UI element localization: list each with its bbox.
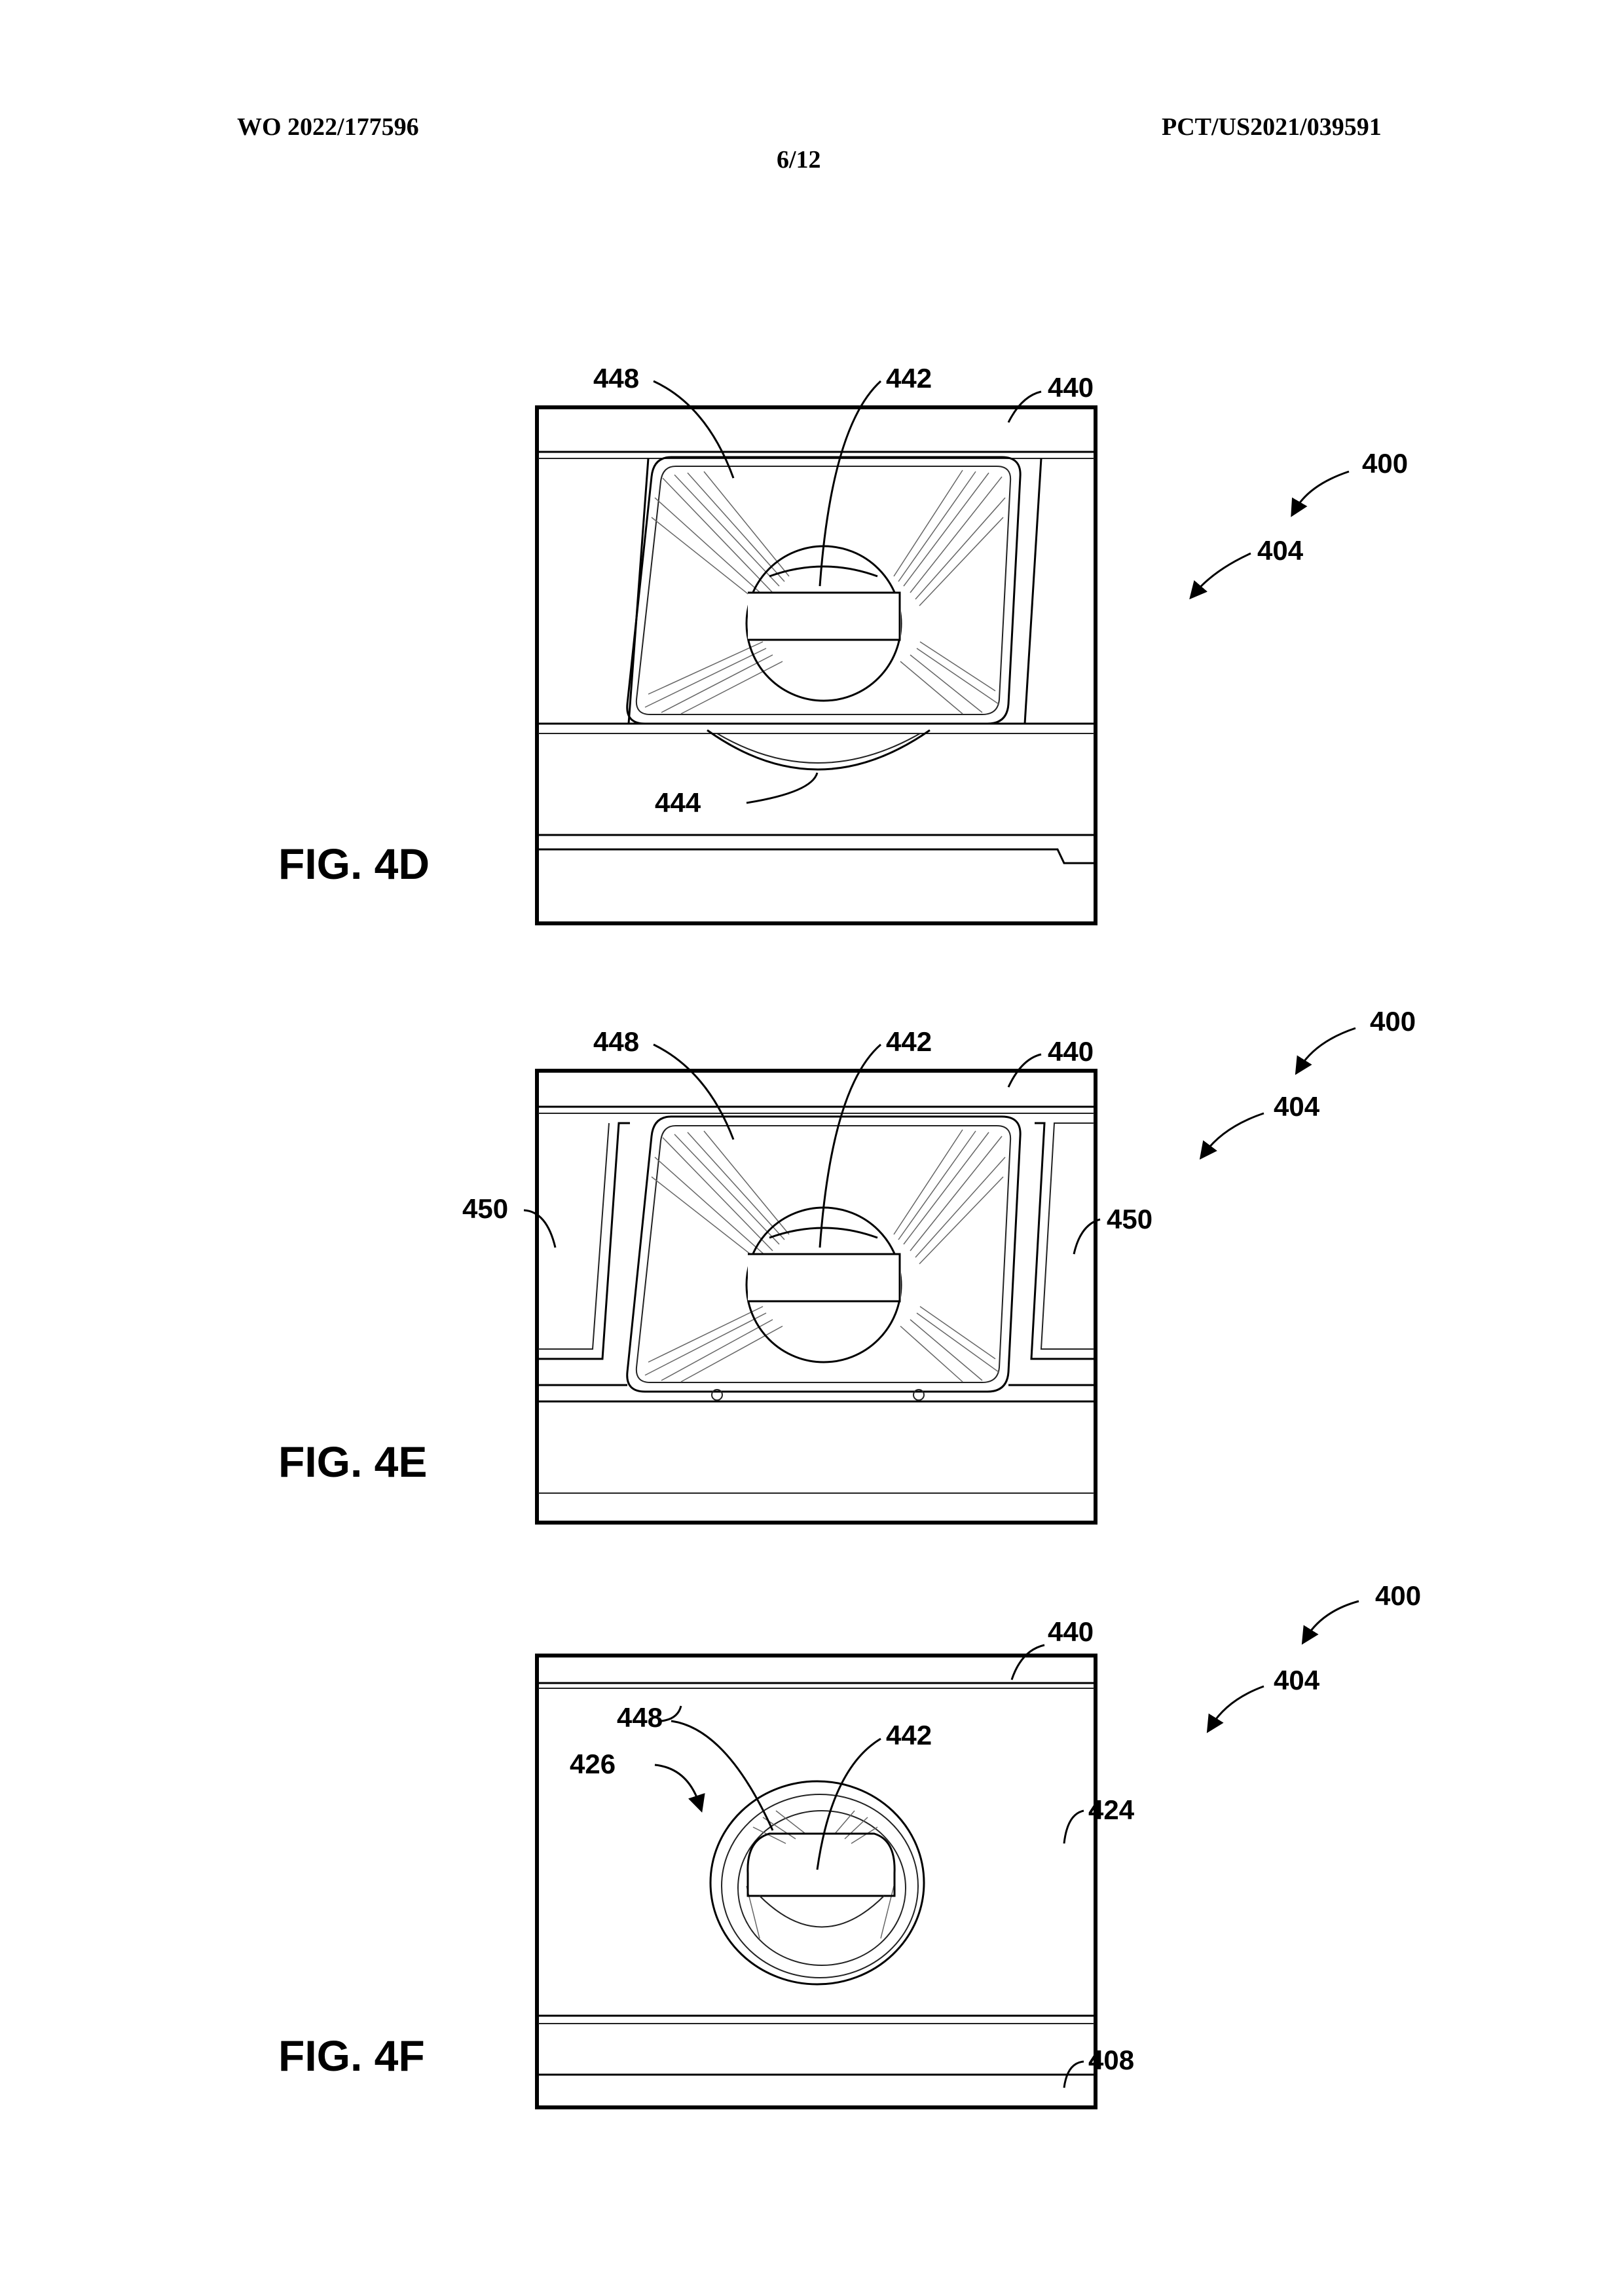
fig-4d-caption: FIG. 4D (278, 840, 430, 888)
application-number: PCT/US2021/039591 (1162, 113, 1382, 141)
fig-4e-side-panel-left-450 (538, 1122, 630, 1360)
fig-4e-label-448: 448 (593, 1026, 639, 1057)
fig-4f-label-426: 426 (570, 1749, 616, 1779)
fig-4f-label-448: 448 (617, 1702, 663, 1733)
fig-4f-housing-outline (535, 1654, 1097, 2109)
fig-4f-reflector-hatching (746, 1810, 894, 1939)
fig-4d-label-440: 440 (1048, 372, 1094, 403)
fig-4d-label-448: 448 (593, 363, 639, 394)
fig-4f-lens-442 (746, 1832, 896, 1897)
fig-4d-housing-outline (535, 405, 1097, 925)
figure-4f: 440 400 404 448 442 426 424 408 FIG. 4F (278, 1580, 1421, 2109)
fig-4f-caption: FIG. 4F (278, 2031, 425, 2080)
fig-4f-label-408: 408 (1088, 2045, 1134, 2075)
fig-4f-label-440: 440 (1048, 1616, 1094, 1647)
fig-4f-label-442: 442 (886, 1720, 932, 1750)
fig-4d-lens-housing-448 (626, 456, 1022, 725)
fig-4e-label-404: 404 (1274, 1091, 1320, 1122)
fig-4d-label-444: 444 (655, 787, 701, 818)
fig-4e-housing-outline (535, 1069, 1097, 1525)
figure-4d: 448 442 440 400 404 444 FIG. 4D (278, 363, 1408, 925)
figure-4e: 448 442 440 400 404 450 450 FIG. 4E (278, 1006, 1416, 1525)
fig-4d-arc-444 (707, 729, 931, 771)
fig-4f-label-404: 404 (1274, 1665, 1320, 1695)
publication-number: WO 2022/177596 (237, 113, 419, 141)
fig-4d-reflector-hatching (644, 470, 1006, 714)
fig-4e-side-panel-right-450 (1030, 1122, 1094, 1360)
fig-4f-aperture-426 (709, 1780, 925, 1986)
fig-4d-label-442: 442 (886, 363, 932, 394)
sheet-number: 6/12 (777, 146, 821, 174)
fig-4d-label-404: 404 (1257, 535, 1304, 566)
fig-4e-reflector-hatching (644, 1129, 1006, 1382)
fig-4e-caption: FIG. 4E (278, 1437, 427, 1486)
fig-4e-lens-housing-448 (626, 1115, 1022, 1393)
fig-4e-label-400: 400 (1370, 1006, 1416, 1037)
fig-4e-label-442: 442 (886, 1026, 932, 1057)
fig-4e-label-440: 440 (1048, 1036, 1094, 1067)
fig-4d-label-400: 400 (1362, 448, 1408, 479)
fig-4f-label-400: 400 (1375, 1580, 1421, 1611)
fig-4f-label-424: 424 (1088, 1794, 1135, 1825)
fig-4e-label-450-right: 450 (1107, 1204, 1152, 1234)
fig-4e-label-450-left: 450 (462, 1193, 508, 1224)
